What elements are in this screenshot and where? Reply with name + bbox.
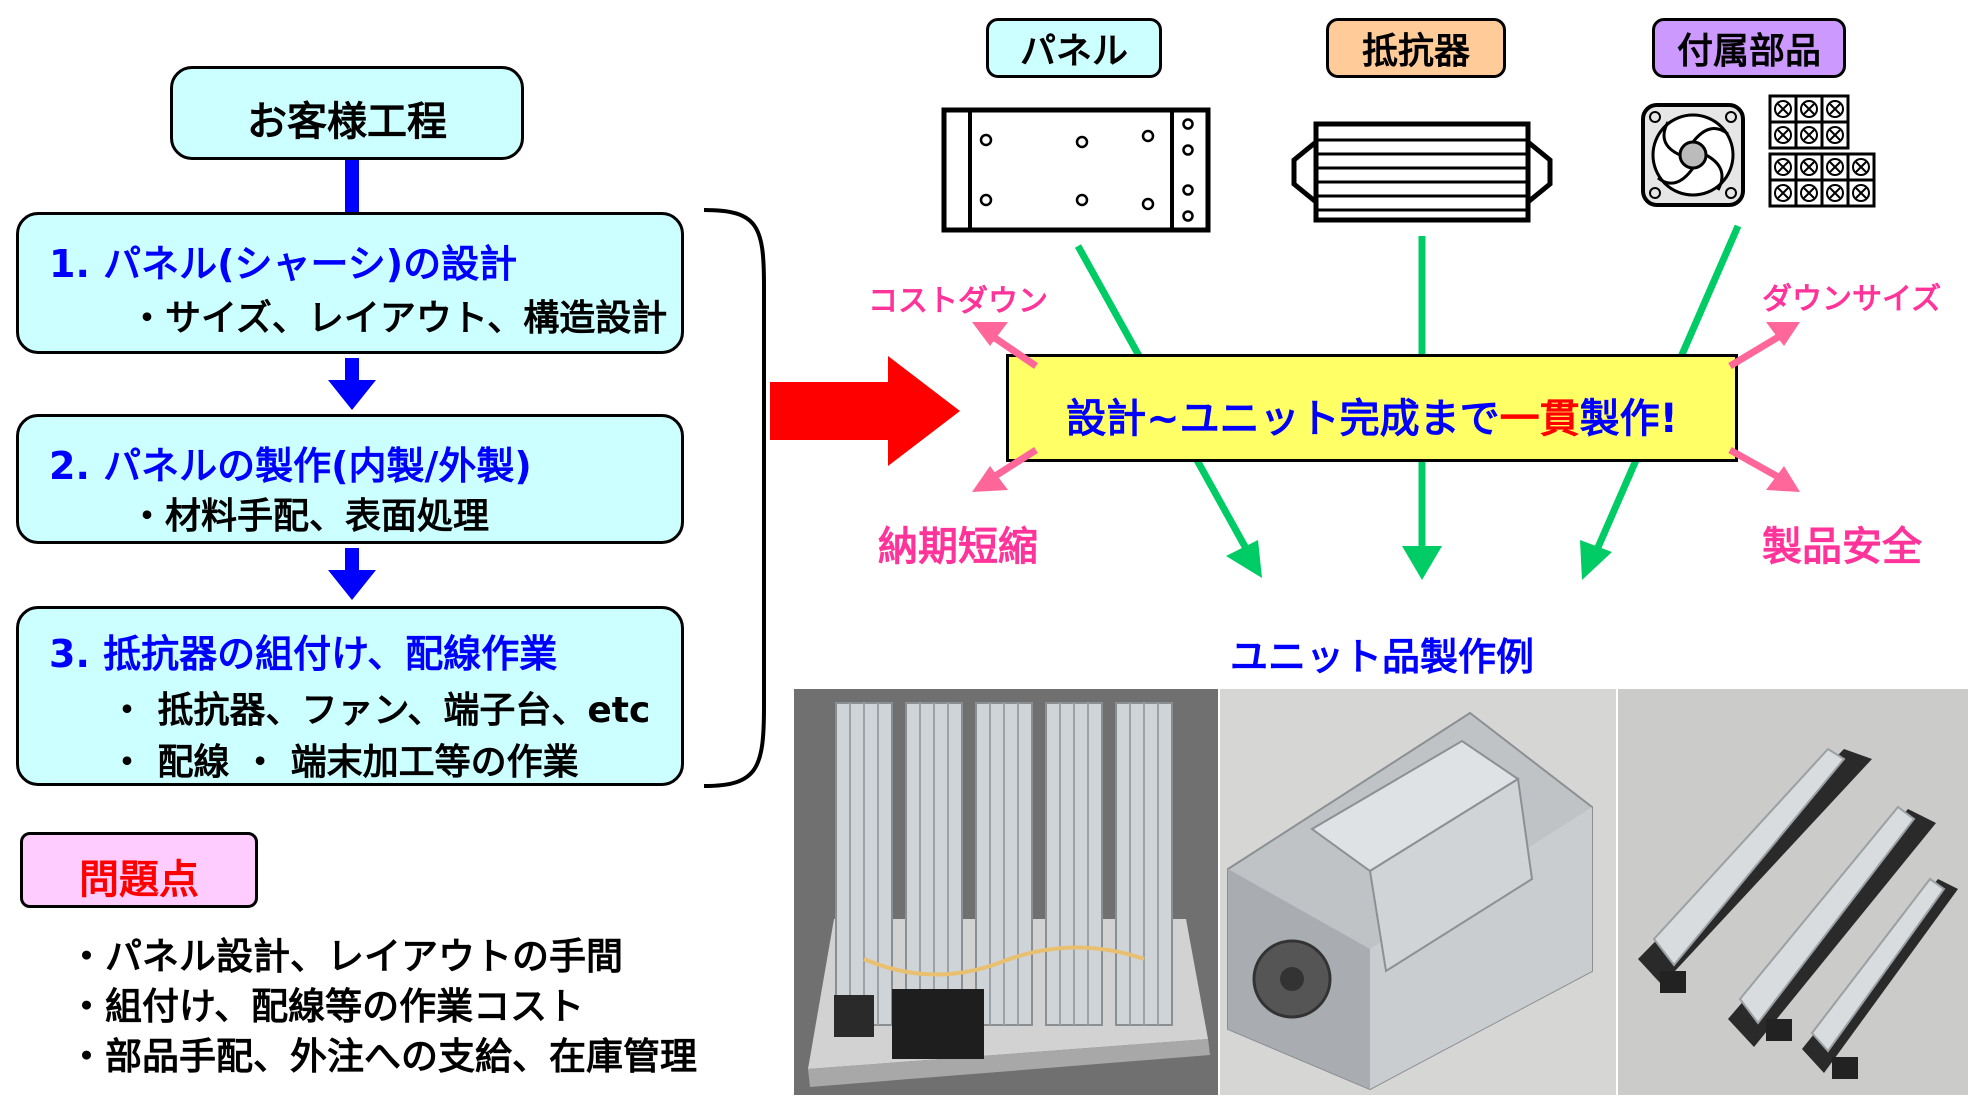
process-step-3: 3. 抵抗器の組付け、配線作業 ・ 抵抗器、ファン、端子台、etc ・ 配線 ・… (16, 606, 684, 786)
terminal-screw (1800, 184, 1818, 202)
terminal-screw-slot (1829, 103, 1841, 115)
step-detail: ・ 配線 ・ 端末加工等の作業 (109, 742, 579, 783)
terminal-screw (1800, 100, 1818, 118)
process-title: お客様工程 (247, 99, 447, 145)
example-photo-3-image (1618, 689, 1968, 1095)
component-label-panel: パネル (986, 18, 1162, 78)
terminal-screw-slot (1803, 187, 1815, 199)
down-arrow-icon (328, 548, 376, 600)
terminal-screw-slot (1803, 161, 1815, 173)
banner-text: 設計~ユニット完成まで一貫製作! (1009, 386, 1735, 444)
big-arrow-icon (770, 356, 960, 466)
terminal-screw (1852, 158, 1870, 176)
issues-title: 問題点 (79, 857, 199, 903)
terminal-screw (1826, 126, 1844, 144)
example-photo-3 (1618, 689, 1968, 1095)
terminal-screw-slot (1855, 161, 1867, 173)
issues-title-box: 問題点 (20, 832, 258, 908)
banner-highlight: 一貫 (1499, 396, 1580, 442)
resistor-icon (1291, 121, 1553, 223)
terminal-screw-slot (1829, 187, 1841, 199)
terminal-screw (1774, 184, 1792, 202)
terminal-screw-slot (1803, 129, 1815, 141)
terminal-screw (1774, 158, 1792, 176)
terminal-screw (1826, 100, 1844, 118)
step-heading: 2. パネルの製作(内製/外製) (49, 444, 532, 488)
terminal-screw-slot (1855, 187, 1867, 199)
example-photo-1 (794, 689, 1218, 1095)
terminal-screw (1826, 158, 1844, 176)
terminal-screw (1774, 126, 1792, 144)
banner-prefix: 設計~ユニット完成まで (1066, 396, 1500, 442)
example-photo-2 (1220, 689, 1616, 1095)
benefit-bottom-right: 製品安全 (1762, 524, 1922, 570)
component-label-resistor: 抵抗器 (1326, 18, 1506, 78)
banner-suffix: 製作! (1579, 396, 1678, 442)
integration-banner: 設計~ユニット完成まで一貫製作! (1006, 354, 1738, 462)
terminal-screw (1774, 100, 1792, 118)
fan-icon (1641, 103, 1745, 207)
terminal-screw (1800, 126, 1818, 144)
process-step-2: 2. パネルの製作(内製/外製) ・材料手配、表面処理 (16, 414, 684, 544)
terminal-block-icon (1768, 152, 1876, 208)
terminal-screw-slot (1777, 129, 1789, 141)
process-step-1: 1. パネル(シャーシ)の設計 ・サイズ、レイアウト、構造設計 (16, 212, 684, 354)
down-arrow-icon (328, 358, 376, 410)
benefit-top-right: ダウンサイズ (1762, 282, 1942, 317)
terminal-screw (1826, 184, 1844, 202)
terminal-screw (1800, 158, 1818, 176)
step-detail: ・サイズ、レイアウト、構造設計 (129, 298, 668, 339)
examples-title: ユニット品製作例 (1230, 635, 1535, 679)
terminal-screw-slot (1803, 103, 1815, 115)
terminal-screw-slot (1829, 129, 1841, 141)
terminal-screw-slot (1777, 187, 1789, 199)
benefit-bottom-left: 納期短縮 (878, 524, 1038, 570)
terminal-block-icon (1768, 94, 1850, 150)
example-photo-2-image (1220, 689, 1616, 1095)
step-detail: ・材料手配、表面処理 (129, 496, 490, 537)
step-detail: ・ 抵抗器、ファン、端子台、etc (109, 690, 651, 731)
issue-item: ・部品手配、外注への支給、在庫管理 (68, 1035, 697, 1078)
issue-item: ・パネル設計、レイアウトの手間 (68, 935, 623, 978)
terminal-screw-slot (1777, 103, 1789, 115)
terminal-screw-slot (1829, 161, 1841, 173)
example-photo-1-image (794, 689, 1218, 1095)
benefit-top-left: コストダウン (868, 284, 1048, 319)
terminal-screw-slot (1777, 161, 1789, 173)
issue-item: ・組付け、配線等の作業コスト (68, 985, 585, 1028)
connector-line (345, 160, 359, 212)
component-label-accessories: 付属部品 (1652, 18, 1846, 78)
step-heading: 1. パネル(シャーシ)の設計 (49, 242, 518, 286)
bracket-brace (703, 208, 766, 788)
step-heading: 3. 抵抗器の組付け、配線作業 (49, 632, 558, 676)
process-title-box: お客様工程 (170, 66, 524, 160)
terminal-screw (1852, 184, 1870, 202)
panel-icon (941, 107, 1211, 233)
